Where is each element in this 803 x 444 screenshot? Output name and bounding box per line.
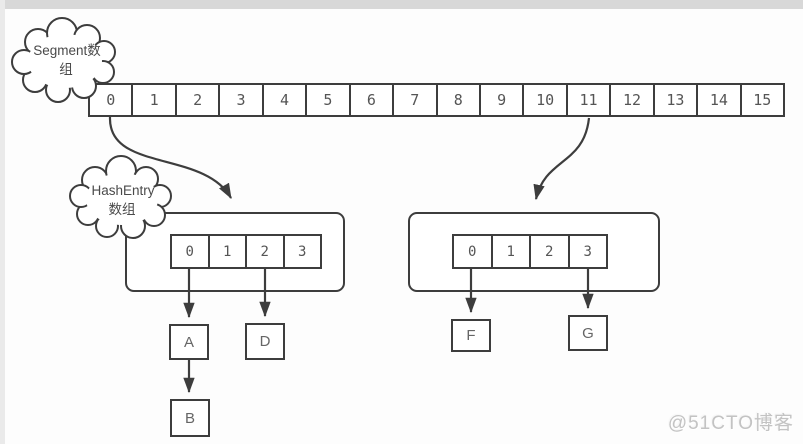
segment-cell-12: 12 xyxy=(609,85,653,115)
left-bucket-cell-0: 0 xyxy=(172,236,208,267)
arrow-segment0-to-left-bucket xyxy=(108,116,232,199)
entry-node-a: A xyxy=(169,324,209,360)
entry-node-f: F xyxy=(451,319,491,352)
segment-cell-6: 6 xyxy=(348,85,393,115)
segment-cell-14: 14 xyxy=(696,85,740,115)
right-bucket-cell-2: 2 xyxy=(529,236,568,267)
left-border-band xyxy=(0,0,5,444)
segment-cell-15: 15 xyxy=(739,85,783,115)
segment-cell-1: 1 xyxy=(131,85,175,115)
top-border-band xyxy=(0,0,803,9)
hashentry-cloud-label-line1: HashEntry xyxy=(91,183,154,198)
left-bucket-cell-2: 2 xyxy=(245,236,283,267)
watermark: @51CTO博客 xyxy=(667,413,794,434)
left-bucket-cell-3: 3 xyxy=(282,236,320,267)
segment-cell-7: 7 xyxy=(392,85,436,115)
right-bucket-cell-1: 1 xyxy=(490,236,529,267)
segment-cell-4: 4 xyxy=(261,85,306,115)
segment-cell-0: 0 xyxy=(90,85,132,115)
segment-cell-2: 2 xyxy=(174,85,219,115)
segment-array: 0 1 2 3 4 5 6 7 8 9 10 11 12 13 14 15 xyxy=(88,83,785,117)
segment-cell-13: 13 xyxy=(652,85,697,115)
segment-cell-10: 10 xyxy=(522,85,566,115)
right-bucket-cell-0: 0 xyxy=(454,236,491,267)
segment-cell-5: 5 xyxy=(305,85,349,115)
segment-cell-8: 8 xyxy=(435,85,479,115)
left-bucket-cell-1: 1 xyxy=(207,236,245,267)
segment-cloud-label-line2: 组 xyxy=(59,62,73,77)
entry-node-g: G xyxy=(568,315,608,351)
hashentry-array-right: 0 1 2 3 xyxy=(452,234,608,269)
segment-cell-11: 11 xyxy=(565,85,610,115)
arrow-segment11-to-right-bucket xyxy=(533,117,591,201)
segment-cell-3: 3 xyxy=(218,85,262,115)
segment-cell-9: 9 xyxy=(478,85,523,115)
entry-node-d: D xyxy=(245,323,285,360)
segment-cloud-label-line1: Segment数 xyxy=(33,43,101,58)
right-bucket-cell-3: 3 xyxy=(567,236,606,267)
entry-node-b: B xyxy=(170,399,210,437)
hashentry-array-left: 0 1 2 3 xyxy=(170,234,322,269)
